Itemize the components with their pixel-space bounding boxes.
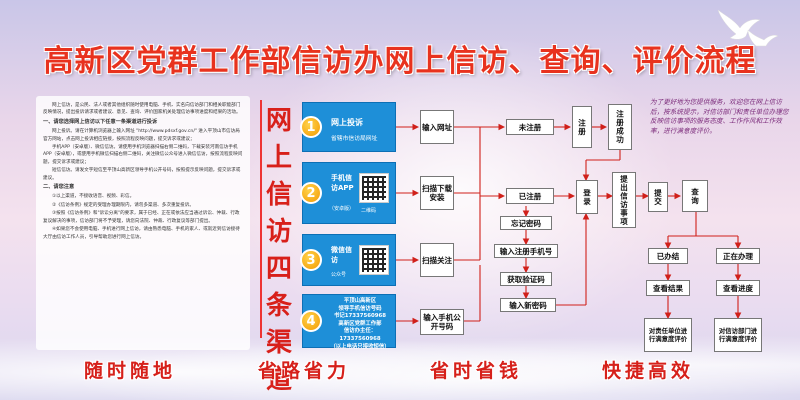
flow-step-new-password: 输入新密码 xyxy=(500,298,556,312)
flow-step-register-success: 注册成功 xyxy=(608,104,632,150)
channels-title-char: 上 xyxy=(265,143,292,173)
dove-icon xyxy=(717,9,779,47)
flow-step-registered: 已注册 xyxy=(506,188,554,204)
slogan: 省路省力 xyxy=(258,360,351,382)
channel-sub: 省辖市信访局网址 xyxy=(331,136,378,142)
flow-step-enter-reg-phone: 输入注册手机号 xyxy=(494,244,558,258)
channel-number-badge: 4 xyxy=(300,310,322,332)
flow-step-view-progress: 查看进度 xyxy=(716,280,760,296)
flow-step-forgot-password: 忘记密码 xyxy=(500,216,552,230)
channel-line: 高新区党群工作部 xyxy=(338,320,382,327)
slogan: 随时随地 xyxy=(84,360,177,382)
notice-intro: 网上信访，是公民、法人或者其他组织随时使用电脑、手机、实名向信访部门和相关职能部… xyxy=(43,103,241,116)
channel-sub: （安卓版） xyxy=(329,206,355,212)
channel-number-badge: 1 xyxy=(300,116,322,138)
channel-sub: 公众号 xyxy=(331,272,347,278)
channels-title-char: 四 xyxy=(265,254,292,284)
notice-paragraph: 网上投诉。请在计算机浏览器上输入网址 "http://www.pdsxf.gov… xyxy=(43,129,240,142)
channel-number-badge: 2 xyxy=(300,182,322,204)
channels-title-char: 信 xyxy=(265,180,292,210)
channel-line: 信访办主任：17337560968 xyxy=(339,328,381,342)
flow-step-scan-install: 扫描下载安装 xyxy=(420,176,454,210)
notice-paragraph: ②《信访条例》规定的受理办理期限内，请勿多渠道、多次重复投诉。 xyxy=(52,202,194,208)
flow-step-register: 注册 xyxy=(572,106,592,148)
channel-line: 书记17337560968 xyxy=(333,313,387,320)
channel-sms: 4 平顶山高新区 领导手机信访号码 书记17337560968 高新区党群工作部… xyxy=(300,294,396,350)
channel-app: 2 手机信访APP （安卓版） 二维码 xyxy=(300,162,396,224)
channel-line: 领导手机信访号码 xyxy=(338,305,382,312)
notice-paragraph: ①以上渠道，不接收语音、视频、彩信。 xyxy=(52,194,135,200)
flow-step-scan-follow: 扫描关注 xyxy=(420,243,454,277)
slogan: 快捷高效 xyxy=(602,360,695,382)
flow-step-view-result: 查看结果 xyxy=(646,280,690,296)
notice-panel: 网上信访，是公民、法人或者其他组织随时使用电脑、手机、实名向信访部门和相关职能部… xyxy=(36,96,250,350)
channels-title-char: 渠 xyxy=(265,328,292,358)
qr-code-icon xyxy=(359,173,389,203)
flow-step-rate-dept: 对信访部门进行满意度评价 xyxy=(714,318,762,352)
channels-title-char: 道 xyxy=(265,365,292,395)
channels-title: 网 上 信 访 四 条 渠 道 xyxy=(260,100,294,395)
flow-step-get-code: 获取验证码 xyxy=(500,272,552,286)
side-note: 为了更好地为您提供服务，欢迎您在网上信访后，按系统提示，对信访部门和责任单位办理… xyxy=(650,98,789,135)
notice-paragraph: ③按照《信访条例》和"诉讼分离"的要求，属于已经、正在或依法应当通过诉讼、仲裁、… xyxy=(43,211,240,224)
channel-name: 微信信访 xyxy=(331,246,352,264)
channels-title-char: 网 xyxy=(265,106,292,136)
flow-step-in-progress: 正在办理 xyxy=(716,248,760,264)
flow-step-login: 登录 xyxy=(576,180,598,214)
notice-paragraph: ④如果您不会使用电脑、手机进行网上信访，请由熟悉电脑、手机的家人、或就近到信访接… xyxy=(43,227,240,240)
notice-paragraph: 手机APP（安卓版）、微信信访。请使用手机浏览器扫描右侧二维码，下载安装河南信访… xyxy=(43,145,243,165)
flow-step-enter-phone: 输入手机公开号码 xyxy=(420,309,464,335)
flow-step-submit: 提交 xyxy=(648,182,668,212)
flow-step-enter-url: 输入网址 xyxy=(420,110,454,144)
flow-step-not-registered: 未注册 xyxy=(506,119,554,135)
notice-heading: 一、请您选择网上信访以下任意一条渠道进行投诉 xyxy=(43,118,158,125)
page-title: 高新区党群工作部信访办网上信访、查询、评价流程 xyxy=(43,44,757,79)
channel-wechat: 3 微信信访 公众号 xyxy=(300,234,396,286)
flow-step-submit-matter: 提出信访事项 xyxy=(612,172,636,228)
slogan: 省时省钱 xyxy=(430,360,523,382)
channel-line: （以上电话只接收短信） xyxy=(330,343,390,350)
channels-title-char: 访 xyxy=(265,217,292,247)
channel-line: 平顶山高新区 xyxy=(343,298,377,304)
channel-name: 手机信访APP xyxy=(331,174,354,192)
channel-web: 1 网上投诉 省辖市信访局网址 xyxy=(300,102,396,152)
channel-number-badge: 3 xyxy=(300,249,322,271)
qr-code-icon xyxy=(359,245,389,275)
flow-step-query: 查询 xyxy=(682,180,708,212)
qr-label: 二维码 xyxy=(361,208,377,214)
notice-paragraph: 短信信访。请发文字短信至平顶山高新区领导手机公开号码，按照提示反映问题，提交诉求… xyxy=(43,168,241,181)
slogans: 随时随地 省路省力 省时省钱 快捷高效 xyxy=(0,356,800,386)
flow-step-done: 已办结 xyxy=(648,248,688,264)
channel-name: 网上投诉 xyxy=(331,118,363,127)
flow-step-rate-responsible: 对责任单位进行满意度评价 xyxy=(644,318,692,352)
channels-title-char: 条 xyxy=(265,291,292,321)
notice-heading: 二、请您注意 xyxy=(43,184,75,191)
